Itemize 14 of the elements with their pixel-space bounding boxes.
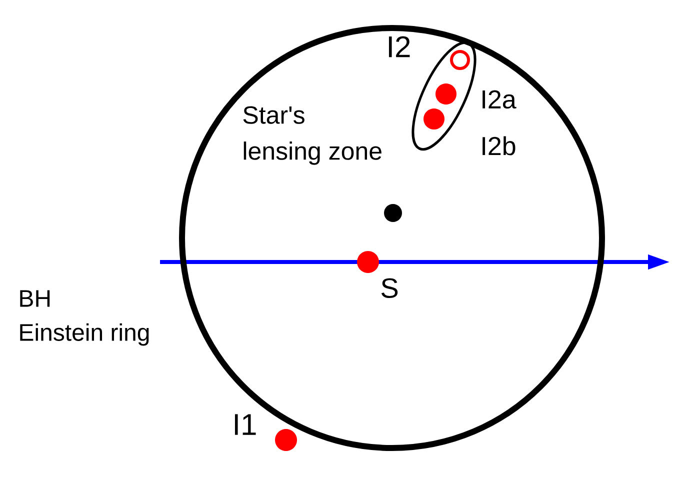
einstein-ring-circle — [179, 25, 605, 451]
image-dot — [424, 108, 444, 130]
centre-dot — [384, 204, 402, 222]
ring-label: BH Einstein ring — [20, 290, 149, 346]
source-dot — [357, 251, 379, 273]
image-label: I2a — [482, 90, 516, 109]
image-label: I1 — [234, 414, 256, 435]
image-dot — [436, 84, 456, 104]
image-label: S — [381, 278, 398, 298]
zone-label: Star's lensing zone — [243, 106, 382, 165]
image-dot — [275, 429, 297, 451]
image-label: I2b — [482, 136, 516, 156]
open-image-dot — [450, 50, 470, 70]
image-label: I2 — [388, 36, 410, 58]
